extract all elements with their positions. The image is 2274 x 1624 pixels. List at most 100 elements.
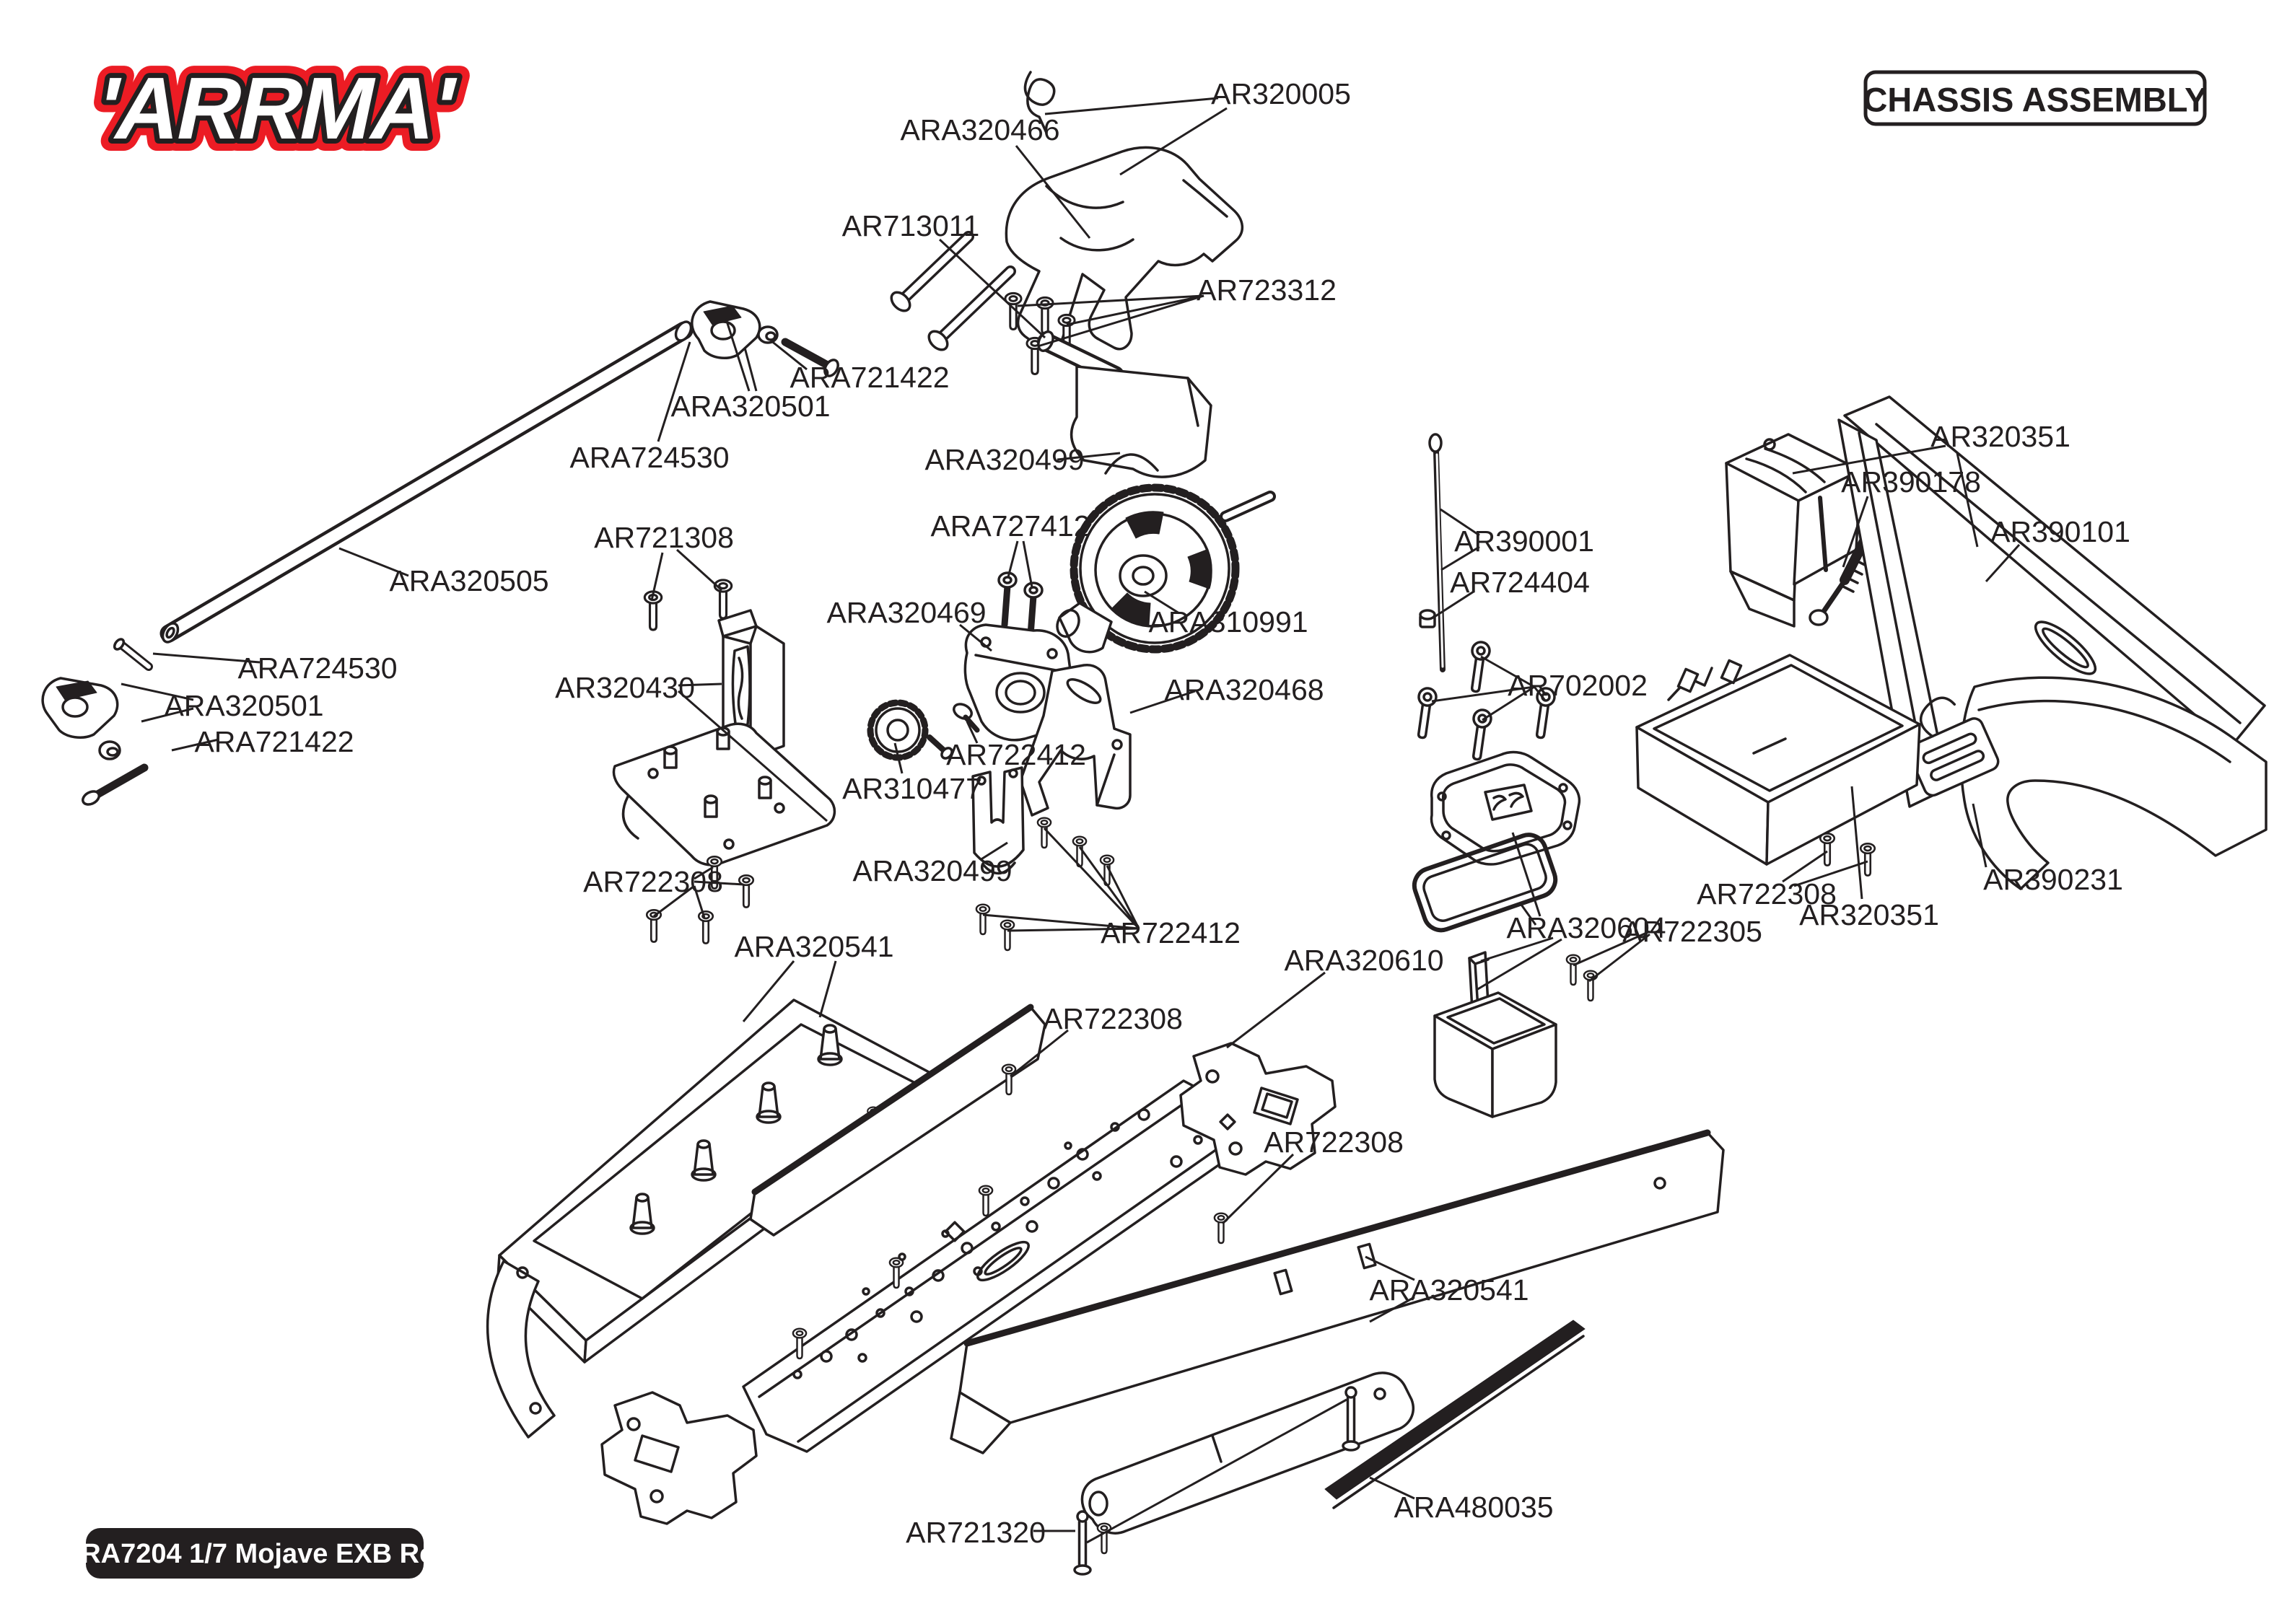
chassis-hole bbox=[1064, 1141, 1072, 1150]
leader-line bbox=[121, 682, 194, 701]
part-number-label: ARA320541 bbox=[1369, 1273, 1529, 1307]
logo-face: 'ARRMA' bbox=[88, 59, 463, 157]
leader-line bbox=[1010, 1029, 1069, 1078]
body-clip-icon bbox=[1023, 71, 1056, 134]
leader-line bbox=[938, 238, 1046, 339]
leader-line bbox=[742, 960, 795, 1022]
part-number-label: ARA320468 bbox=[1164, 673, 1324, 706]
leader-line bbox=[1221, 1153, 1295, 1225]
leader-line bbox=[1482, 685, 1535, 721]
part-number-label: AR721308 bbox=[594, 521, 734, 554]
leader-line bbox=[979, 841, 1008, 861]
cage-frame bbox=[1837, 395, 2266, 808]
rod-end-top bbox=[691, 300, 839, 377]
chassis-hole bbox=[991, 1221, 1001, 1232]
leader-line bbox=[770, 339, 808, 371]
part-number-label: ARA721422 bbox=[790, 361, 949, 394]
part-number-label: AR722305 bbox=[1622, 915, 1762, 948]
spur-gear-diff bbox=[1056, 483, 1276, 654]
driveshaft bbox=[159, 320, 694, 644]
leader-line bbox=[152, 652, 261, 664]
chassis-hole bbox=[1110, 1122, 1120, 1132]
title-box: CHASSIS ASSEMBLY bbox=[1863, 70, 2208, 126]
leader-line bbox=[1144, 590, 1180, 615]
leader-line bbox=[1842, 496, 1869, 568]
hinge-pins bbox=[890, 231, 1016, 351]
leader-line bbox=[1533, 686, 1547, 702]
leader-line bbox=[1956, 452, 1979, 548]
leader-line bbox=[1480, 936, 1554, 962]
part-number-label: ARA320505 bbox=[389, 564, 548, 597]
part-number-label: AR722308 bbox=[1264, 1125, 1404, 1159]
right-guard-rail bbox=[950, 1129, 1725, 1454]
leader-line bbox=[1044, 97, 1219, 115]
part-number-label: ARA320499 bbox=[852, 854, 1012, 887]
part-number-label: AR722412 bbox=[1101, 916, 1241, 949]
chassis-hole bbox=[792, 1369, 803, 1379]
chassis-hole bbox=[1076, 1148, 1089, 1161]
leader-line bbox=[694, 880, 744, 886]
part-number-label: AR390231 bbox=[1983, 863, 2123, 896]
part-labels: AR320005ARA320466AR713011AR723312ARA7214… bbox=[121, 77, 2130, 1549]
screw-set-ar722412 bbox=[953, 703, 1115, 952]
chassis-hole bbox=[1026, 1220, 1038, 1233]
pin-left bbox=[113, 638, 153, 671]
chassis-holes bbox=[792, 1108, 1203, 1379]
part-number-label: AR722308 bbox=[583, 865, 723, 898]
chassis-hole bbox=[1020, 1196, 1030, 1206]
leader-line bbox=[678, 690, 828, 822]
part-number-label: AR702002 bbox=[1508, 669, 1648, 702]
chassis-hole bbox=[910, 1310, 923, 1323]
leader-line bbox=[743, 347, 758, 392]
part-number-label: ARA320501 bbox=[164, 689, 323, 722]
leader-line bbox=[1078, 846, 1140, 929]
leader-line bbox=[1007, 927, 1140, 932]
box-gasket bbox=[1412, 833, 1558, 933]
page-title: CHASSIS ASSEMBLY bbox=[1863, 81, 2207, 119]
leader-line bbox=[1043, 827, 1140, 930]
part-number-label: ARA320466 bbox=[900, 113, 1059, 146]
left-guard-rail bbox=[749, 1004, 1046, 1237]
part-number-label: ARA480035 bbox=[1394, 1491, 1553, 1524]
chassis-hole bbox=[941, 1229, 950, 1238]
chassis-hole bbox=[862, 1287, 870, 1296]
leader-line bbox=[694, 866, 714, 880]
leader-line bbox=[982, 913, 1140, 930]
chassis-hole bbox=[898, 1252, 906, 1261]
rod-end-left bbox=[41, 677, 149, 806]
part-number-label: ARA721422 bbox=[194, 725, 354, 758]
leader-line bbox=[657, 341, 691, 442]
leader-line bbox=[818, 960, 837, 1018]
antenna-tube bbox=[1419, 433, 1446, 672]
leader-line bbox=[650, 552, 664, 601]
mud-guard bbox=[1959, 676, 2268, 890]
box-lid bbox=[1430, 750, 1581, 866]
leader-line bbox=[1022, 540, 1033, 588]
pin-screws-ara727412 bbox=[997, 571, 1044, 638]
chassis-hole bbox=[932, 1269, 945, 1282]
part-number-label: AR722308 bbox=[1697, 877, 1837, 910]
leader-line bbox=[1850, 786, 1863, 900]
leader-line bbox=[966, 721, 979, 744]
leader-line bbox=[1588, 933, 1650, 983]
part-number-label: ARA320501 bbox=[670, 390, 830, 423]
chassis-hole bbox=[857, 1353, 867, 1363]
leader-line bbox=[1433, 590, 1474, 619]
leader-line bbox=[338, 547, 409, 577]
chassis-hole bbox=[820, 1350, 833, 1363]
chassis-hole bbox=[1170, 1155, 1183, 1168]
leader-line bbox=[1520, 904, 1537, 926]
footer-label: C-ARA7204 1/7 Mojave EXB Roller bbox=[32, 1539, 478, 1569]
chassis-hole bbox=[1193, 1135, 1203, 1145]
leader-line bbox=[1480, 655, 1535, 688]
part-number-label: ARA320469 bbox=[826, 596, 986, 629]
chassis-hole bbox=[973, 1266, 983, 1276]
leader-line bbox=[1793, 860, 1868, 887]
footer-badge: C-ARA7204 1/7 Mojave EXB Roller bbox=[32, 1528, 478, 1579]
part-number-label: AR320005 bbox=[1211, 77, 1351, 110]
leader-line bbox=[1057, 452, 1121, 461]
leader-line bbox=[893, 742, 904, 774]
chassis-hole bbox=[904, 1286, 914, 1296]
